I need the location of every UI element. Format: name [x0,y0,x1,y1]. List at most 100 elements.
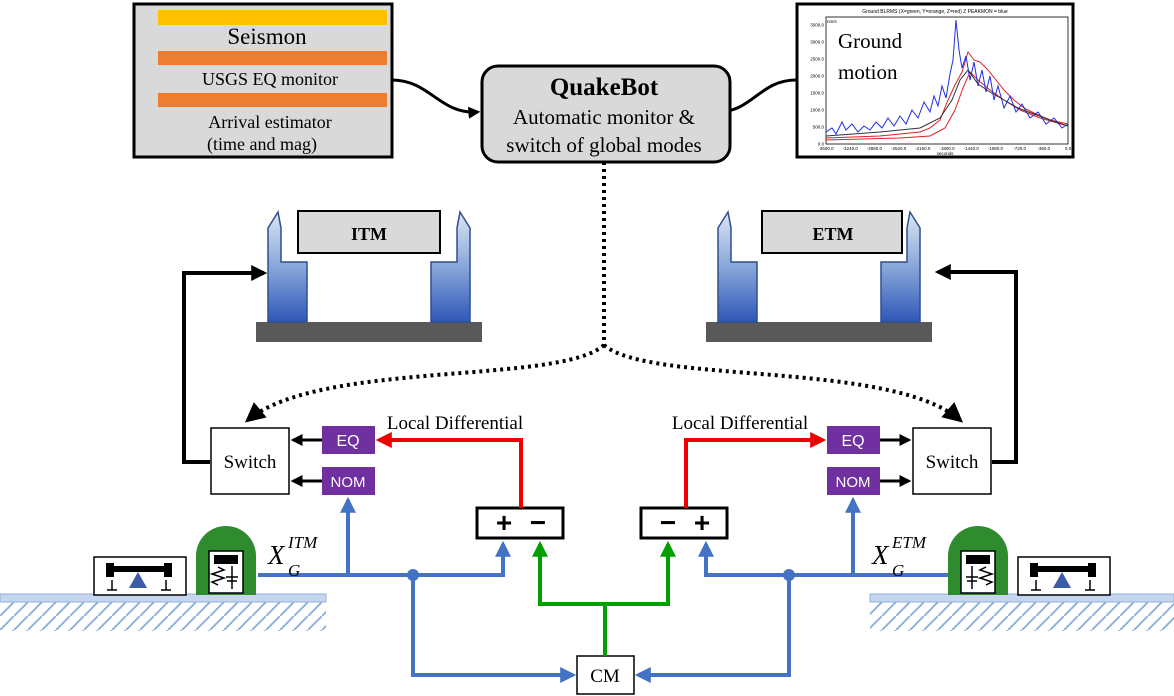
left-sign-plus: + [496,507,512,538]
usgs-monitor-label: USGS EQ monitor [202,69,338,89]
plot-x-tick-label: -720.0 [1013,146,1026,151]
right-sensor-sub: G [892,561,904,580]
left-nom-block: NOM [322,467,375,495]
left-sensor-label: X G ITM [267,533,318,580]
left-switch-label: Switch [224,452,277,473]
left-sign-box: + − [475,506,565,540]
itm-test-mass: ITM [256,209,482,342]
quakebot-line1: Automatic monitor & [513,105,695,129]
right-nom-block: NOM [827,467,880,495]
plot-x-tick-label: -3600.0 [818,146,834,151]
green-to-right-sign-arrow [603,540,676,606]
left-tiltmeter-icon [93,556,187,596]
right-tiltmeter-icon [1017,556,1111,596]
plot-y-tick-label: 500.0 [813,125,825,130]
ground-motion-label-1: Ground [838,29,903,53]
right-blue-to-sign-arrow [698,540,791,577]
plot-x-tick-label: -3240.0 [843,146,859,151]
right-switch: Switch [912,427,992,495]
left-blue-junction [407,569,419,581]
left-blue-to-sign-arrow [411,540,511,577]
plot-red-trace [825,50,1069,139]
quakebot-line2: switch of global modes [506,133,701,157]
plot-y-unit: nm/s [827,19,838,24]
quakebot-dotted-to-left-switch [244,343,606,423]
right-nom-label: NOM [836,474,871,491]
plot-x-tick-label: -2160.0 [915,146,931,151]
green-to-left-sign-arrow [532,540,607,606]
left-sensor-sub: G [288,561,300,580]
left-eq-block: EQ [322,426,375,454]
plot-y-tick-label: 2000.0 [810,74,824,79]
plot-y-tick-label: 1000.0 [810,108,824,113]
right-switch-to-etm-arrow [934,264,1018,464]
quakebot-dotted-to-right-switch [602,343,964,423]
right-differential-label: Local Differential [672,413,808,434]
etm-test-mass: ETM [706,209,932,342]
right-eq-label: EQ [841,433,864,450]
right-sensor-label: X G ETM [871,533,927,580]
right-sign-minus: − [660,507,676,538]
right-switch-label: Switch [926,452,979,473]
plot-x-tick-label: -1440.0 [964,146,980,151]
left-switch: Switch [210,427,290,495]
itm-label: ITM [351,224,387,244]
plot-x-tick-label: -1080.0 [988,146,1004,151]
left-sign-minus: − [530,507,546,538]
left-sensor-sup: ITM [287,533,318,552]
quakebot-title: QuakeBot [550,74,659,101]
cm-label: CM [590,666,620,687]
plot-x-tick-label: -2520.0 [891,146,907,151]
seismon-title: Seismon [227,24,307,49]
right-blue-to-cm-arrow [634,575,791,683]
plot-x-label: seconds [937,151,955,156]
plot-y-tick-label: 1500.0 [810,91,824,96]
plot-x-tick-label: -1800.0 [939,146,955,151]
quakebot-box: QuakeBot Automatic monitor & switch of g… [480,64,732,164]
left-blue-to-cm-arrow [411,575,577,683]
plot-dark-trace [825,69,1069,137]
ground-motion-plot: Ground BLRMS (X=green, Y=orange, Z=red) … [795,2,1075,159]
svg-text:G: G [892,561,904,580]
left-eq-label: EQ [336,433,359,450]
plot-blue-trace [825,19,1069,135]
etm-label: ETM [812,224,853,244]
etm-right-leg [880,209,921,323]
cm-box: CM [576,655,635,695]
left-switch-to-itm-arrow [182,265,268,464]
plot-y-tick-label: 3500.0 [810,23,824,28]
left-differential-red-arrow [375,432,523,508]
svg-text:G: G [288,561,300,580]
left-sensor-base: X [267,540,286,570]
left-ground [0,593,327,631]
arrival-estimator-sublabel: (time and mag) [207,134,317,155]
left-nom-label: NOM [331,474,366,491]
etm-left-leg [717,209,758,323]
itm-left-leg [267,209,308,323]
seismon-yellow-bar [158,10,387,25]
seismon-panel: Seismon USGS EQ monitor Arrival estimato… [132,2,394,159]
plot-y-tick-label: 3000.0 [810,40,824,45]
usgs-orange-bar [158,51,387,65]
right-sensor-sup: ETM [891,533,927,552]
right-ground [869,593,1174,631]
svg-text:ITM: ITM [287,533,318,552]
right-sign-box: − + [639,506,729,540]
plot-header: Ground BLRMS (X=green, Y=orange, Z=red) … [862,9,1008,15]
plot-y-tick-label: 0.0 [818,142,825,147]
estimator-orange-bar [158,93,387,107]
right-differential-red-arrow [684,432,827,508]
svg-text:ETM: ETM [891,533,927,552]
plot-y-tick-label: 2500.0 [810,57,824,62]
left-seismometer-icon [196,526,256,595]
left-differential-label: Local Differential [387,413,523,434]
plot-x-tick-label: 0.0 [1065,146,1072,151]
plot-y-ticks: 0.0 500.0 1000.0 1500.0 2000.0 2500.0 3000.0 35… [810,23,824,147]
seismon-to-quakebot-arrow [391,78,481,119]
svg-text:X: X [267,540,286,570]
plot-x-ticks: -3600.0-3240.0-2880.0-2520.0-2160.0-1800… [818,146,1071,151]
right-seismometer-icon [948,526,1008,595]
arrival-estimator-label: Arrival estimator [208,112,331,132]
itm-right-leg [430,209,471,323]
right-eq-block: EQ [827,426,880,454]
